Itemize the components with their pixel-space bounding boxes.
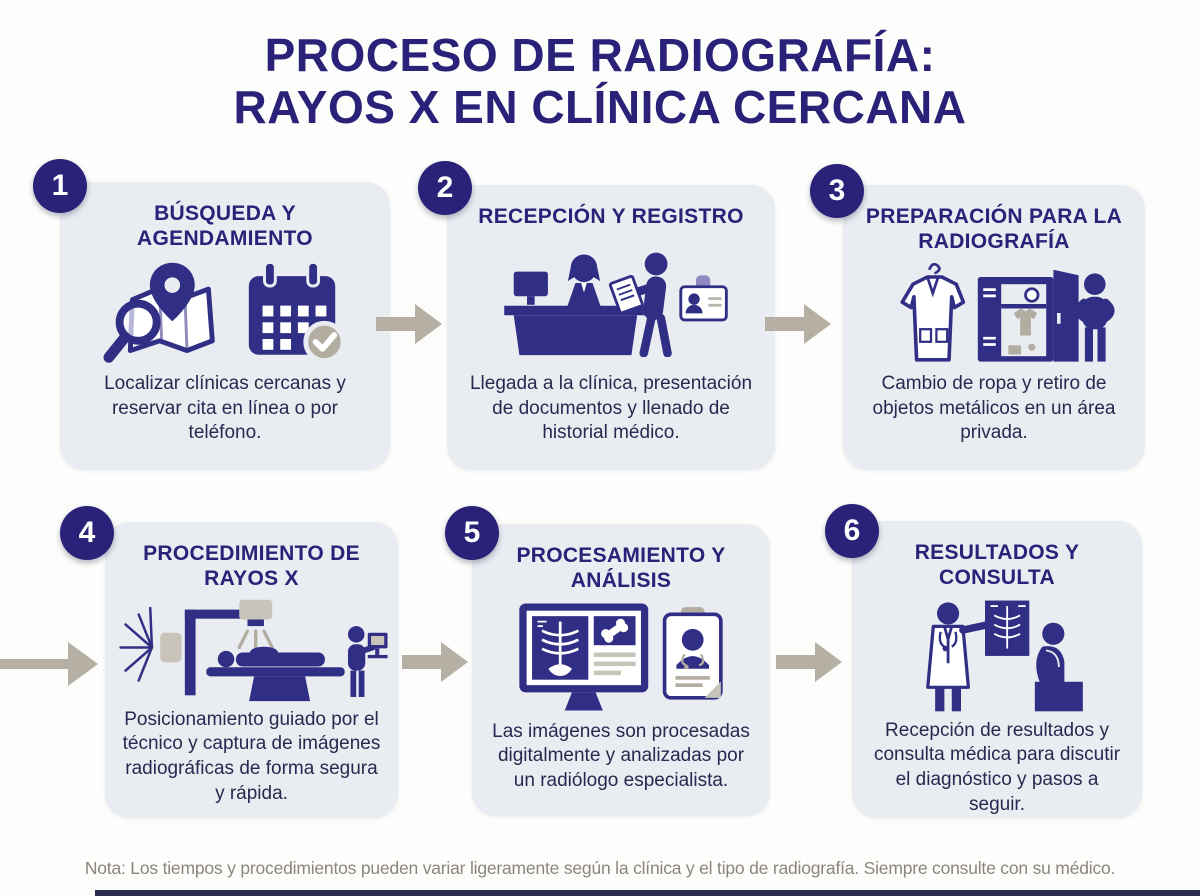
step-title: RECEPCIÓN Y REGISTRO — [478, 205, 744, 228]
doctor-xray-film-icon — [926, 600, 1030, 711]
reception-scene-icon — [503, 252, 728, 357]
page-title-line1: PROCESO DE RADIOGRAFÍA: — [264, 29, 936, 81]
step-card: PREPARACIÓN PARA LA RADIOGRAFÍA — [843, 185, 1145, 470]
monitor-xray-icon — [519, 602, 649, 711]
footer-bar — [95, 890, 1200, 896]
xray-machine-icon — [118, 599, 345, 701]
step-description: Las imágenes son procesadas digitalmente… — [492, 720, 750, 791]
step-title: BÚSQUEDA Y AGENDAMIENTO — [137, 202, 313, 250]
flow-arrow — [402, 642, 468, 682]
id-badge-icon — [678, 275, 728, 322]
results-scene-icon — [926, 600, 1083, 711]
page-title: PROCESO DE RADIOGRAFÍA: RAYOS X EN CLÍNI… — [0, 29, 1200, 133]
step-card: PROCEDIMIENTO DE RAYOS X — [105, 522, 398, 818]
flow-arrow — [765, 304, 831, 344]
step-description: Recepción de resultados y consulta médic… — [873, 719, 1121, 815]
step-title: PROCESAMIENTO Y ANÁLISIS — [516, 544, 726, 592]
flow-arrow — [376, 304, 442, 344]
step-description: Cambio de ropa y retiro de objetos metál… — [872, 372, 1116, 444]
calendar-check-icon — [248, 260, 346, 363]
step-number-badge: 5 — [445, 506, 499, 560]
flow-arrow — [0, 642, 98, 686]
step-description: Llegada a la clínica, presentación de do… — [469, 372, 753, 444]
step-card: RECEPCIÓN Y REGISTRO — [447, 185, 775, 470]
registering-patient-icon — [608, 252, 672, 357]
page-title-line2: RAYOS X EN CLÍNICA CERCANA — [233, 80, 967, 133]
step-card: PROCESAMIENTO Y ANÁLISIS — [472, 524, 770, 816]
step-number-badge: 3 — [810, 164, 864, 218]
map-search-icon — [103, 262, 215, 363]
step-title: RESULTADOS Y CONSULTA — [914, 541, 1080, 589]
seated-patient-icon — [1034, 622, 1083, 711]
step-description: Localizar clínicas cercanas y reservar c… — [104, 372, 346, 444]
step-card: BÚSQUEDA Y AGENDAMIENTO — [60, 182, 390, 470]
flow-arrow — [776, 642, 842, 682]
technician-icon — [347, 625, 388, 697]
step-card: RESULTADOS Y CONSULTA — [852, 521, 1142, 818]
step-description: Posicionamiento guiado por el técnico y … — [122, 708, 381, 804]
step-number-badge: 2 — [418, 161, 472, 215]
footnote: Nota: Los tiempos y procedimientos puede… — [84, 858, 1116, 878]
radiologist-clipboard-icon — [662, 606, 723, 700]
step-number-badge: 6 — [825, 504, 879, 558]
step-title: PREPARACIÓN PARA LA RADIOGRAFÍA — [865, 205, 1123, 253]
xray-room-scene-icon — [118, 599, 388, 701]
step-number-badge: 1 — [33, 159, 87, 213]
step-number-badge: 4 — [60, 506, 114, 560]
locker-icon — [977, 270, 1079, 362]
reception-desk-icon — [503, 254, 647, 355]
changing-room-scene-icon — [900, 263, 1115, 362]
analysis-scene-icon — [519, 602, 723, 711]
lab-coat-icon — [900, 263, 966, 362]
patient-icon — [1075, 273, 1115, 362]
step-title: PROCEDIMIENTO DE RAYOS X — [143, 542, 360, 590]
